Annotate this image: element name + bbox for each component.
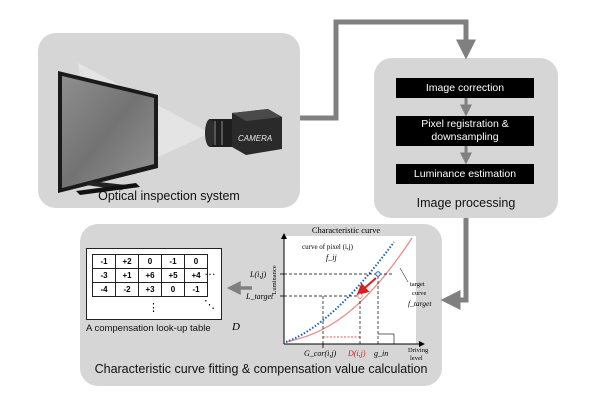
lut-row: -3 +1 +6 +5 +4 bbox=[92, 268, 208, 283]
lut-symbol: D bbox=[232, 321, 240, 333]
x-tick-G-cor: G_cor(i,j) bbox=[304, 349, 337, 358]
pixel-curve-label: curve of pixel (i,j) bbox=[302, 243, 354, 251]
processing-caption: Image processing bbox=[416, 196, 516, 210]
x-tick-g-in: g_in bbox=[374, 349, 388, 358]
camera-label: CAMERA bbox=[238, 134, 272, 143]
lut-cell: -2 bbox=[115, 282, 139, 297]
lut-row: -4 -2 +3 0 -1 bbox=[92, 282, 208, 297]
point-target bbox=[357, 293, 363, 299]
chart-title: Characteristic curve bbox=[312, 225, 380, 235]
lut-ellipsis-diagonal: ⋱ bbox=[204, 299, 215, 311]
y-tick-L-target: L_target bbox=[245, 292, 274, 301]
chart-xlabel-2: level bbox=[410, 355, 423, 362]
step-luminance-estimation: Luminance estimation bbox=[396, 164, 534, 184]
step-label: Luminance estimation bbox=[413, 167, 517, 180]
pixel-curve-symbol: f_ij bbox=[326, 253, 337, 262]
optical-setup-illustration: CAMERA bbox=[58, 63, 282, 195]
target-curve-label-1: target bbox=[410, 281, 425, 288]
x-tick-D: D(i,j) bbox=[347, 349, 366, 358]
lut-cell: +6 bbox=[138, 268, 162, 283]
fitting-caption: Characteristic curve fitting & compensat… bbox=[94, 362, 428, 376]
lut-cell: -3 bbox=[92, 268, 116, 283]
target-curve-symbol: f_target bbox=[408, 299, 432, 308]
lut-caption: A compensation look-up table bbox=[86, 323, 211, 334]
lut-cell: -1 bbox=[161, 254, 185, 269]
step-image-correction: Image correction bbox=[396, 78, 534, 98]
chart-plot-area bbox=[284, 236, 416, 344]
optical-caption: Optical inspection system bbox=[98, 189, 240, 203]
lut-cell: 0 bbox=[161, 282, 185, 297]
lut-cell: 0 bbox=[138, 254, 162, 269]
step-label: Image correction bbox=[425, 81, 505, 94]
arrow-processing-to-fitting bbox=[440, 218, 469, 310]
lut-cell: +5 bbox=[161, 268, 185, 283]
target-curve-label-2: curve bbox=[412, 290, 427, 297]
target-curve-pointer bbox=[399, 267, 409, 283]
step-label: Pixel registration & downsampling bbox=[421, 118, 509, 143]
target-curve bbox=[285, 237, 413, 343]
camera-icon: CAMERA bbox=[205, 109, 282, 155]
chart-ylabel: Luminance bbox=[271, 265, 278, 294]
lut-cell: -1 bbox=[92, 254, 116, 269]
compensation-arrow bbox=[356, 277, 377, 296]
y-tick-L-ij: L(i,j) bbox=[249, 270, 267, 279]
lut-cell: -1 bbox=[184, 282, 208, 297]
compensation-lut: -1 +2 0 -1 0 -3 +1 +6 +5 +4 -4 -2 +3 0 -… bbox=[92, 254, 208, 297]
chart-xlabel-1: Driving bbox=[408, 347, 429, 354]
monitor-icon bbox=[58, 71, 158, 195]
lut-cell: +2 bbox=[115, 254, 139, 269]
lut-ellipsis-vertical: ⋮ bbox=[148, 302, 159, 314]
lut-cell: +3 bbox=[138, 282, 162, 297]
characteristic-curve-chart: Characteristic curve Luminance Driving l… bbox=[245, 225, 432, 362]
point-pixel bbox=[375, 271, 381, 277]
step-pixel-registration: Pixel registration & downsampling bbox=[396, 116, 534, 146]
lut-ellipsis-horizontal: … bbox=[204, 264, 216, 278]
lut-row: -1 +2 0 -1 0 bbox=[92, 254, 208, 269]
lut-cell: -4 bbox=[92, 282, 116, 297]
pixel-curve bbox=[285, 241, 395, 343]
lut-cell: +1 bbox=[115, 268, 139, 283]
